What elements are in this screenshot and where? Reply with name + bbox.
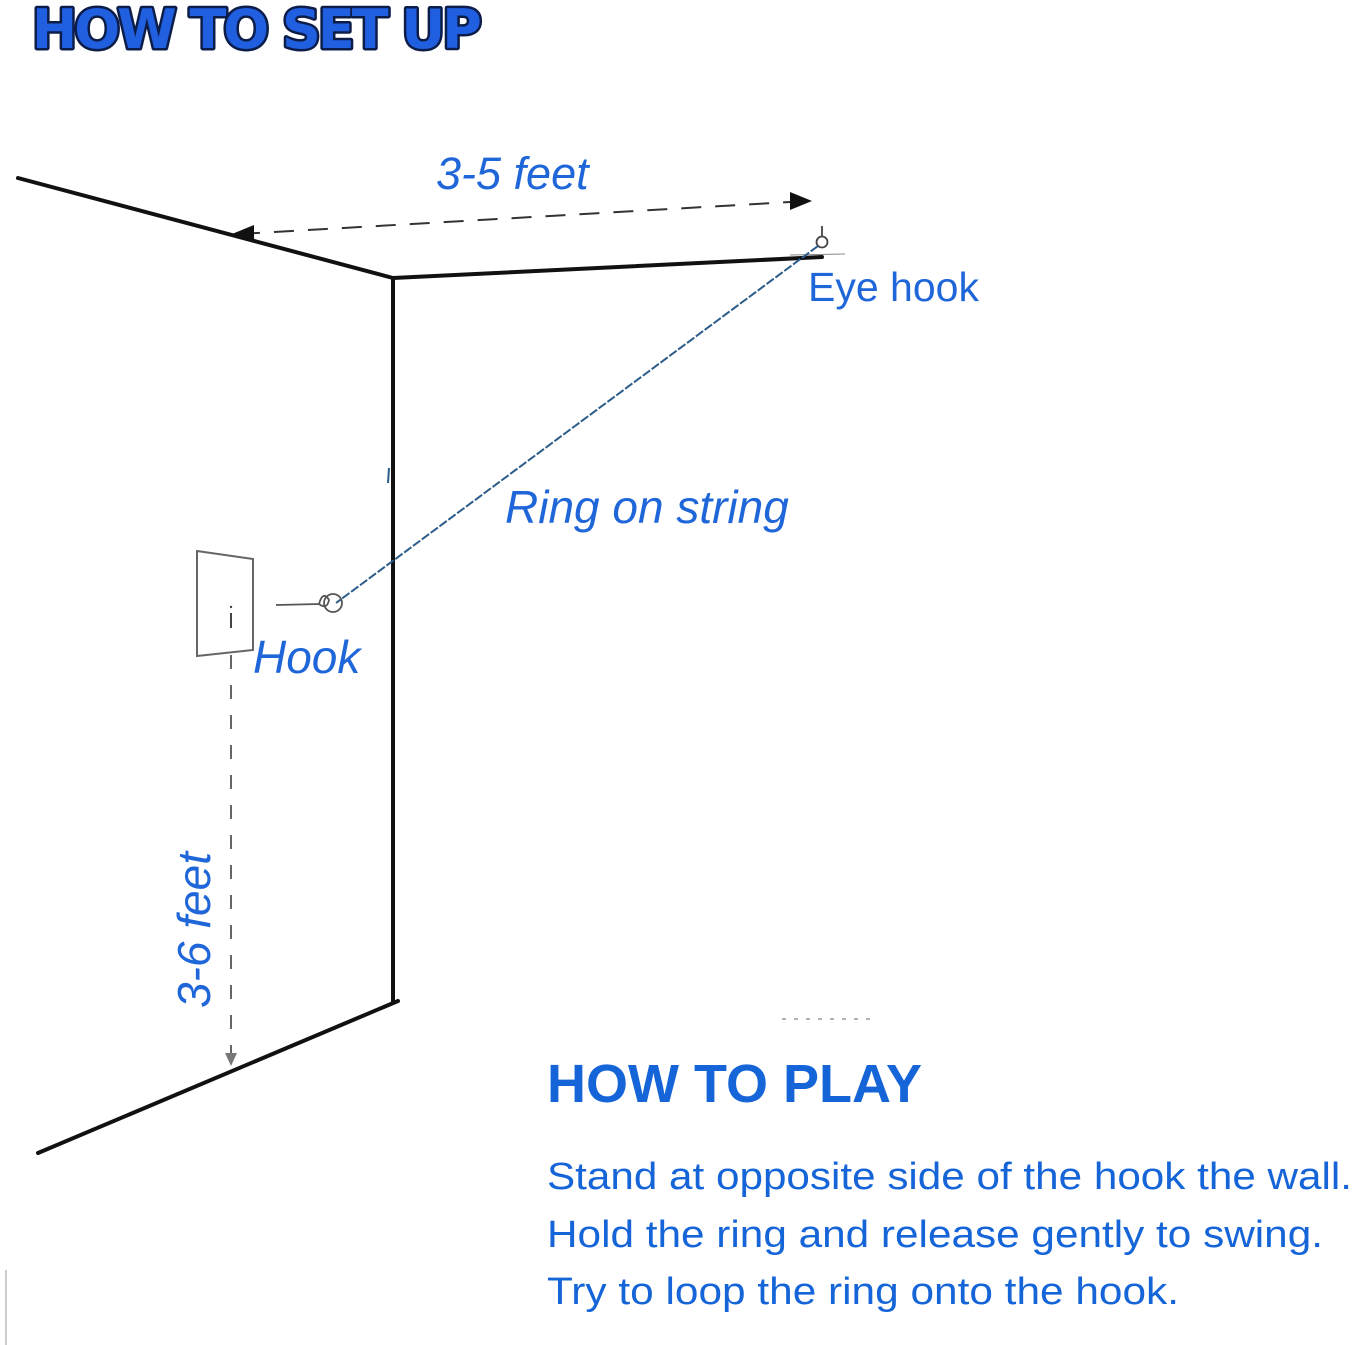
eye-hook-label: Eye hook <box>808 264 979 310</box>
ceiling-distance-dimension <box>232 192 812 243</box>
ring-icon <box>323 593 343 613</box>
play-step-3: Try to loop the ring onto the hook. <box>547 1271 1179 1313</box>
play-step-1: Stand at opposite side of the hook the w… <box>547 1156 1352 1198</box>
play-step-2: Hold the ring and release gently to swin… <box>547 1214 1323 1256</box>
hook-plate <box>196 549 254 658</box>
arrow-right-icon <box>790 192 812 210</box>
eye-hook-icon <box>789 226 846 256</box>
arrow-down-icon <box>225 1053 237 1066</box>
ceiling-left-edge <box>16 176 395 280</box>
play-title: HOW TO PLAY <box>547 1054 922 1114</box>
ceiling-distance-label: 3-5 feet <box>436 148 591 199</box>
room-outline <box>16 176 824 1155</box>
hook-label: Hook <box>253 631 362 683</box>
ring-on-string-label: Ring on string <box>505 481 789 533</box>
floor-edge <box>36 999 400 1155</box>
wall-mark <box>387 467 390 484</box>
ceiling-right-edge <box>391 255 824 280</box>
ring-string <box>335 245 819 604</box>
setup-title: HOW TO SET UP <box>32 0 480 61</box>
arrow-left-icon <box>232 225 254 243</box>
hook-icon <box>275 594 330 608</box>
hook-height-dimension <box>225 655 237 1066</box>
hook-height-label: 3-6 feet <box>168 850 220 1008</box>
